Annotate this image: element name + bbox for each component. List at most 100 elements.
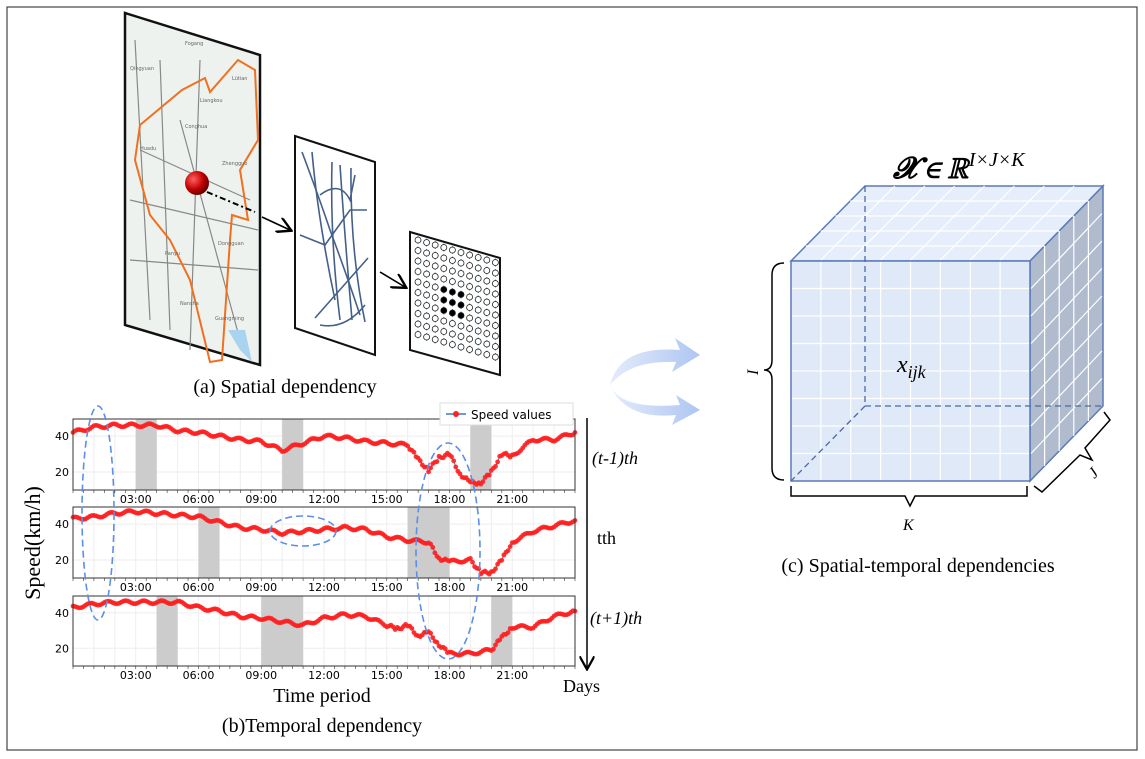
map-label: Liangkou — [200, 98, 223, 104]
grid-node — [483, 298, 491, 306]
grid-node — [431, 315, 439, 322]
grid-node — [457, 343, 465, 351]
grid-node — [431, 336, 439, 343]
map-label: Qingyuan — [130, 66, 154, 72]
grid-node — [466, 283, 474, 290]
grid-node — [448, 320, 456, 327]
cube-gridline — [939, 185, 1015, 261]
grid-node — [491, 353, 499, 361]
map-labels: FogangQingyuanLiangkouLütianConghuaHuadu… — [130, 41, 247, 322]
grid-node — [474, 254, 482, 261]
grid-node — [457, 280, 465, 288]
map-label: Panyu — [165, 251, 180, 257]
grid-node — [491, 311, 499, 319]
region-boundary — [133, 58, 260, 364]
grid-node — [483, 256, 491, 264]
speed-point — [505, 630, 511, 636]
y-axis-label: Speed(km/h) — [20, 486, 45, 600]
grid-node — [466, 325, 474, 332]
grid-node — [423, 260, 431, 267]
grid-node — [431, 273, 439, 280]
y-tick-label: 40 — [55, 518, 69, 531]
grid-node — [440, 328, 448, 335]
grid-node — [483, 319, 491, 327]
grid-node — [431, 252, 439, 259]
grid-node — [448, 309, 456, 317]
grid-node — [423, 302, 431, 309]
grid-node — [440, 338, 448, 346]
grid-node — [474, 306, 482, 314]
map-label: Dongguan — [218, 241, 244, 247]
grid-node — [474, 338, 482, 345]
speed-point — [417, 458, 423, 464]
grid-node — [440, 286, 448, 293]
grid-node — [431, 294, 439, 301]
speed-point — [453, 464, 459, 470]
grid-node — [431, 304, 439, 312]
speed-point — [434, 459, 440, 465]
x-tick-label: 15:00 — [371, 493, 403, 506]
spatial-caption: (a) Spatial dependency — [193, 376, 376, 398]
x-tick-label: 12:00 — [308, 493, 340, 506]
x-tick-label: 21:00 — [496, 581, 528, 594]
grid-node — [466, 304, 474, 311]
grid-node — [491, 343, 499, 350]
grid-node — [466, 272, 474, 280]
grid-node — [414, 278, 422, 286]
shaded-band — [491, 596, 513, 666]
temporal-caption: (b)Temporal dependency — [222, 715, 422, 737]
grid-node — [448, 341, 456, 348]
grid-node — [483, 351, 491, 358]
grid-node — [414, 320, 422, 328]
grid-node — [483, 330, 491, 337]
grid-node — [457, 249, 465, 256]
speed-point — [428, 465, 434, 471]
cube-gridline — [880, 185, 956, 261]
grid-node — [414, 257, 422, 265]
x-tick-label: 15:00 — [371, 581, 403, 594]
cube-gridline — [850, 185, 926, 261]
speed-point — [451, 458, 457, 464]
grid-node — [448, 288, 456, 296]
grid-node — [491, 322, 499, 329]
x-tick-label: 21:00 — [496, 669, 528, 682]
grid-node — [457, 291, 465, 298]
speed-point — [491, 646, 496, 652]
grid-node — [457, 301, 465, 309]
grid-node — [483, 309, 491, 316]
grid-node — [440, 296, 448, 304]
grid-node — [448, 246, 456, 254]
x-tick-label: 06:00 — [183, 493, 215, 506]
cube-gridline — [1030, 378, 1103, 454]
map-road — [129, 259, 259, 271]
speed-point — [430, 544, 436, 550]
x-tick-label: 03:00 — [120, 669, 152, 682]
grid-node — [423, 270, 431, 278]
grid-node — [483, 267, 491, 274]
grid-node — [483, 340, 491, 348]
shaded-band — [156, 596, 178, 666]
grid-node — [457, 270, 465, 277]
map-label: Lütian — [232, 76, 247, 82]
grid-node — [423, 249, 431, 257]
grid-node — [474, 285, 482, 293]
speed-point — [470, 559, 475, 565]
grid-node — [414, 289, 422, 296]
x-tick-label: 03:00 — [120, 581, 152, 594]
grid-node — [457, 322, 465, 330]
cube-gridline — [1030, 268, 1103, 344]
legend-label: Speed values — [471, 408, 551, 422]
shaded-band — [135, 419, 157, 490]
arrow-icon — [261, 216, 290, 230]
grid-node — [448, 330, 456, 338]
map-label: Zhengguo — [222, 161, 247, 167]
speed-point — [497, 637, 503, 643]
speed-point — [457, 471, 463, 477]
grid-node — [414, 331, 422, 338]
grid-node — [440, 317, 448, 325]
grid-node — [483, 288, 491, 295]
speed-point — [449, 454, 454, 460]
x-tick-label: 09:00 — [245, 493, 277, 506]
figure-frame — [6, 6, 1138, 751]
